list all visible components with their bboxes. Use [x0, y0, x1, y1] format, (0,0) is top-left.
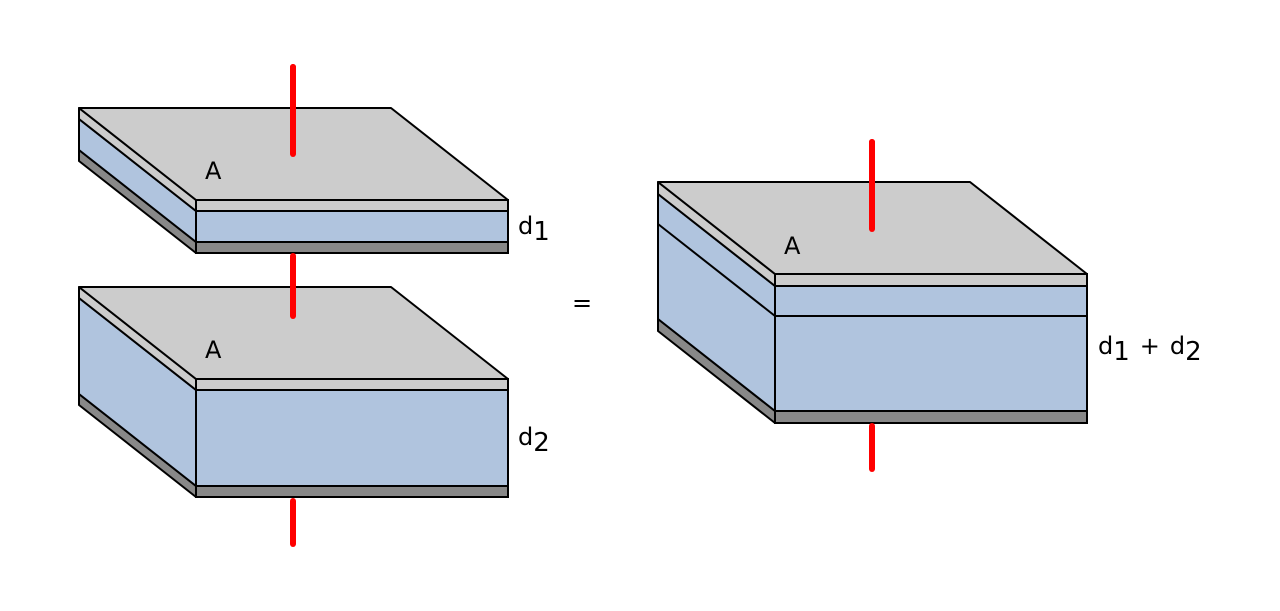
equals-sign: =	[572, 289, 592, 317]
dielectric-interface-side	[657, 223, 776, 317]
thickness-label-d1: d1	[518, 212, 550, 247]
thickness-base-d1: d	[518, 212, 533, 240]
thickness-sub-d1: 1	[533, 217, 550, 247]
area-label-d1: A	[205, 157, 222, 185]
dielectric-front-d2	[195, 389, 509, 487]
thickness-base1-combined: d	[1098, 332, 1113, 360]
top-plate-front-combined	[774, 273, 1088, 287]
thickness-label-combined: d1+d2	[1098, 332, 1202, 367]
capacitor-d2: A d2	[78, 284, 550, 547]
thickness-sub2-combined: 2	[1185, 337, 1202, 367]
thickness-sub-d2: 2	[533, 428, 550, 458]
bottom-plate-front-d1	[195, 241, 509, 254]
top-plate-front-d2	[195, 378, 509, 391]
top-plate-surface-d2	[78, 286, 509, 380]
top-plate-front-d1	[195, 199, 509, 212]
dielectric-front-combined	[774, 285, 1088, 412]
capacitor-combined: A d1+d2	[657, 139, 1202, 472]
area-label-combined: A	[784, 232, 801, 260]
thickness-sub1-combined: 1	[1113, 337, 1130, 367]
thickness-base-d2: d	[518, 423, 533, 451]
bottom-plate-front-combined	[774, 410, 1088, 424]
bottom-plate-front-d2	[195, 485, 509, 498]
capacitor-d1: A d1	[78, 64, 550, 319]
area-label-d2: A	[205, 336, 222, 364]
thickness-base2-combined: d	[1170, 332, 1185, 360]
dielectric-front-d1	[195, 210, 509, 243]
thickness-label-d2: d2	[518, 423, 550, 458]
thickness-plus-combined: +	[1140, 332, 1160, 360]
